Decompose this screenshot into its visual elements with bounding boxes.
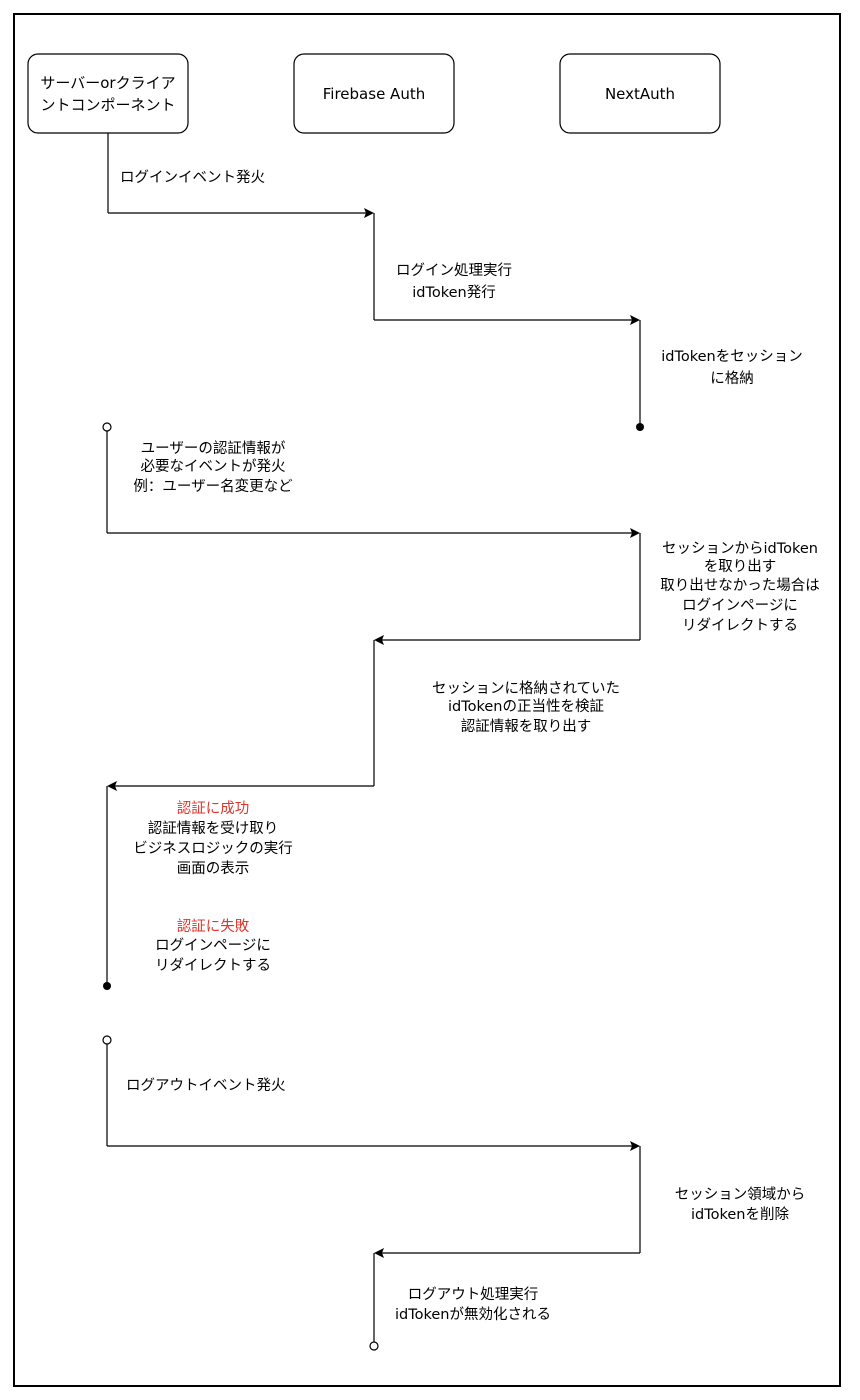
message-label: セッションに格納されていた <box>432 680 620 697</box>
message-label: ユーザーの認証情報が <box>141 440 286 457</box>
actor-firebase-auth: Firebase Auth <box>293 53 455 134</box>
message-label: セッションからidToken <box>662 540 818 557</box>
arrowhead-icon <box>374 1248 384 1258</box>
arrowhead-icon <box>630 1141 640 1151</box>
end-dot-icon <box>103 982 111 990</box>
diagram-frame <box>13 13 841 1387</box>
failure-title: 認証に失敗 <box>177 918 250 935</box>
message-label: 取り出せなかった場合は <box>660 577 820 594</box>
actor-nextauth: NextAuth <box>559 53 721 134</box>
message-label: リダイレクトする <box>155 957 271 974</box>
message-label: 認証情報を取り出す <box>461 718 592 735</box>
actor-client-line-1: サーバーorクライア <box>40 74 175 92</box>
message-label: リダイレクトする <box>682 617 798 634</box>
message-label: ビジネスロジックの実行 <box>133 840 293 857</box>
message-label: ログイン処理実行 <box>396 262 512 279</box>
message-label: idTokenの正当性を検証 <box>448 698 604 715</box>
arrowhead-icon <box>364 208 374 218</box>
message-label: ログアウト処理実行 <box>408 1286 539 1303</box>
flow-login: ログインイベント発火 ログイン処理実行 idToken発行 idTokenをセッ… <box>107 133 803 431</box>
end-dot-icon <box>636 423 644 431</box>
actor-nextauth-label: NextAuth <box>605 85 675 103</box>
actor-client: サーバーorクライア ントコンポーネント <box>27 53 189 134</box>
message-label: ログアウトイベント発火 <box>126 1077 286 1094</box>
message-label: idTokenをセッション <box>661 348 803 365</box>
arrowhead-icon <box>630 528 640 538</box>
arrowhead-icon <box>630 315 640 325</box>
flow-logout: ログアウトイベント発火 セッション領域から idTokenを削除 ログアウト処理… <box>102 1035 806 1351</box>
message-label: ログインイベント発火 <box>120 169 265 186</box>
start-dot-icon <box>102 422 112 432</box>
message-label: ログインページに <box>682 597 798 614</box>
message-label: セッション領域から <box>675 1186 806 1203</box>
arrowhead-icon <box>374 635 384 645</box>
success-title: 認証に成功 <box>177 800 250 817</box>
message-label: 例：ユーザー名変更など <box>133 478 293 495</box>
message-label: に格納 <box>710 370 754 387</box>
actor-firebase-label: Firebase Auth <box>323 85 425 103</box>
message-label: を取り出す <box>704 558 777 575</box>
message-label: idToken発行 <box>412 284 496 301</box>
message-label: 必要なイベントが発火 <box>141 458 286 475</box>
actor-client-line-2: ントコンポーネント <box>40 96 175 114</box>
arrowhead-icon <box>107 781 117 791</box>
message-label: idTokenを削除 <box>691 1206 789 1223</box>
message-label: ログインページに <box>155 937 271 954</box>
end-dot-icon <box>369 1341 379 1351</box>
message-label: 画面の表示 <box>177 860 250 877</box>
message-label: idTokenが無効化される <box>395 1306 551 1323</box>
message-label: 認証情報を受け取り <box>148 820 279 837</box>
start-dot-icon <box>102 1035 112 1045</box>
flow-auth-event: ユーザーの認証情報が 必要なイベントが発火 例：ユーザー名変更など セッションか… <box>102 422 820 990</box>
